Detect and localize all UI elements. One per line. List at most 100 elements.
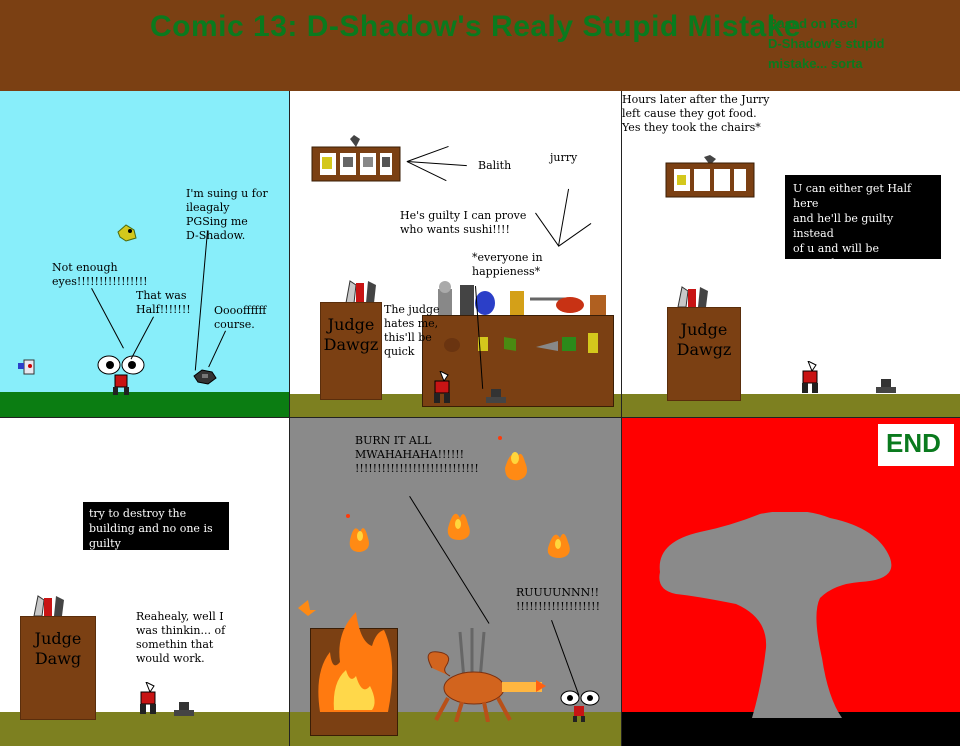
end-label-box [878, 424, 954, 466]
speech-line: That was [136, 289, 187, 302]
speech-happiness: *everyone in happieness* [472, 251, 543, 279]
dshadow-character [174, 702, 194, 716]
speech-line: BURN IT ALL [355, 434, 432, 447]
speech-line: The judge [384, 303, 440, 316]
dshadow-character [876, 379, 896, 393]
panel-4: try to destroy the building and no one i… [0, 418, 289, 746]
dshadow-character [193, 369, 217, 385]
jury-box [311, 135, 401, 182]
speech-pointer [194, 230, 208, 371]
fleeing-robot-with-eyes [560, 690, 600, 722]
panel-1: I'm suing u for ileagaly PGSing me D-Sha… [0, 91, 289, 417]
red-robot [434, 371, 450, 403]
speech-dshadow: I'm suing u for ileagaly PGSing me D-Sha… [186, 187, 268, 243]
subtitle-line: D-Shadow's stupid [768, 36, 885, 51]
speech-not-enough-eyes: Not enough eyes!!!!!!!!!!!!!!!! [52, 261, 148, 289]
speech-line: Ooooffffff [214, 304, 267, 317]
speech-line: would work. [136, 652, 205, 665]
speech-line: RUUUUNNN!! [516, 586, 600, 599]
speech-line: D-Shadow. [186, 229, 246, 242]
table-items [444, 333, 598, 353]
grass-ground [0, 392, 289, 417]
bird-character [117, 224, 137, 242]
header-banner [0, 0, 960, 91]
speech-realy: Reahealy, well I was thinkin... of somet… [136, 610, 225, 666]
speech-of-course: Ooooffffff course. [214, 304, 266, 332]
speech-line: OR u could... [793, 272, 866, 285]
speech-line: Half!!!!!!! [136, 303, 191, 316]
judge-sign-line: Judge [327, 315, 375, 334]
scorpion-monster [427, 628, 546, 722]
caption-line: left cause they got food. [622, 107, 757, 120]
panel-divider [289, 91, 290, 746]
speech-line: PGSing me [186, 215, 248, 228]
end-label: END [886, 428, 941, 458]
speech-box-destroy: try to destroy the building and no one i… [83, 502, 229, 550]
small-creature [18, 359, 35, 375]
judge-figure [677, 286, 708, 308]
speech-line: quick [384, 345, 415, 358]
speech-line: try to destroy the [89, 507, 187, 520]
comic-title: Comic 13: D-Shadow's Realy Stupid Mistak… [150, 10, 802, 43]
judge-desk: Judge Dawgz [320, 302, 382, 400]
red-robot [140, 682, 156, 714]
speech-line: happieness* [472, 265, 541, 278]
panel-divider [0, 417, 960, 418]
label-balith: Balith [478, 159, 512, 172]
red-robot-with-eyes [97, 355, 145, 395]
pointer-line [535, 212, 559, 246]
speech-line: MWAHAHAHA!!!!!! [355, 448, 465, 461]
label-jurry: jurry [550, 151, 578, 164]
speech-line: Reahealy, well I [136, 610, 224, 623]
crowd-characters [438, 281, 606, 317]
judge-desk: Judge Dawgz [667, 307, 741, 401]
judge-figure [345, 280, 376, 304]
speech-line: guilty [89, 537, 121, 550]
panel-3: Hours later after the Jurry left cause t… [622, 91, 960, 417]
speech-line: who wants sushi!!!! [400, 223, 510, 236]
speech-pointer [91, 288, 124, 349]
pointer-line [558, 223, 592, 247]
speech-line: *everyone in [472, 251, 543, 264]
speech-line: Not enough [52, 261, 118, 274]
speech-line: eyes!!!!!!!!!!!!!!!! [52, 275, 148, 288]
judge-figure [33, 595, 64, 617]
speech-line: course. [214, 318, 255, 331]
red-robot [802, 361, 818, 393]
speech-line: U can either get Half here [793, 182, 912, 210]
subtitle-line: mistake... sorta [768, 56, 863, 71]
speech-line: of u and will be arested... [793, 242, 879, 270]
caption-line: Hours later after the Jurry [622, 93, 770, 106]
judge-sign-line: Dawgz [323, 335, 379, 354]
fire-flames [298, 436, 570, 616]
speech-line: He's guilty I can prove [400, 209, 527, 222]
speech-run: RUUUUNNN!! !!!!!!!!!!!!!!!!!!! [516, 586, 600, 614]
pointer-line [407, 145, 449, 162]
judge-sign-line: Judge [680, 320, 728, 339]
big-fire [318, 612, 393, 712]
panel-5: BURN IT ALL MWAHAHAHA!!!!!! !!!!!!!!!!!!… [290, 418, 621, 746]
comic-subtitle: Based on Reel D-Shadow's stupid mistake.… [768, 14, 884, 74]
panel-divider [621, 91, 622, 746]
speech-line: !!!!!!!!!!!!!!!!!!!!!!!!!!!! [355, 462, 479, 475]
speech-that-was-half: That was Half!!!!!!! [136, 289, 191, 317]
dshadow-character [486, 389, 506, 403]
speech-line: hates me, [384, 317, 439, 330]
smoke-cloud [659, 512, 892, 718]
speech-line: somethin that [136, 638, 214, 651]
speech-line: ileagaly [186, 201, 230, 214]
pointer-line [558, 188, 570, 247]
speech-line: building and no one is [89, 522, 213, 535]
speech-judge-hates: The judge hates me, this'll be quick [384, 303, 440, 359]
panel-2: Balith jurry He's guilty I can prove who… [290, 91, 621, 417]
speech-guilty: He's guilty I can prove who wants sushi!… [400, 209, 526, 237]
caption-line: Yes they took the chairs* [622, 121, 761, 134]
speech-burn: BURN IT ALL MWAHAHAHA!!!!!! !!!!!!!!!!!!… [355, 434, 479, 476]
speech-line: was thinkin... of [136, 624, 226, 637]
sushi-table [422, 315, 614, 407]
caption-hours-later: Hours later after the Jurry left cause t… [622, 93, 770, 135]
judge-sign-line: Dawgz [676, 340, 732, 359]
speech-line: I'm suing u for [186, 187, 268, 200]
speech-box-options: U can either get Half here and he'll be … [785, 175, 941, 285]
